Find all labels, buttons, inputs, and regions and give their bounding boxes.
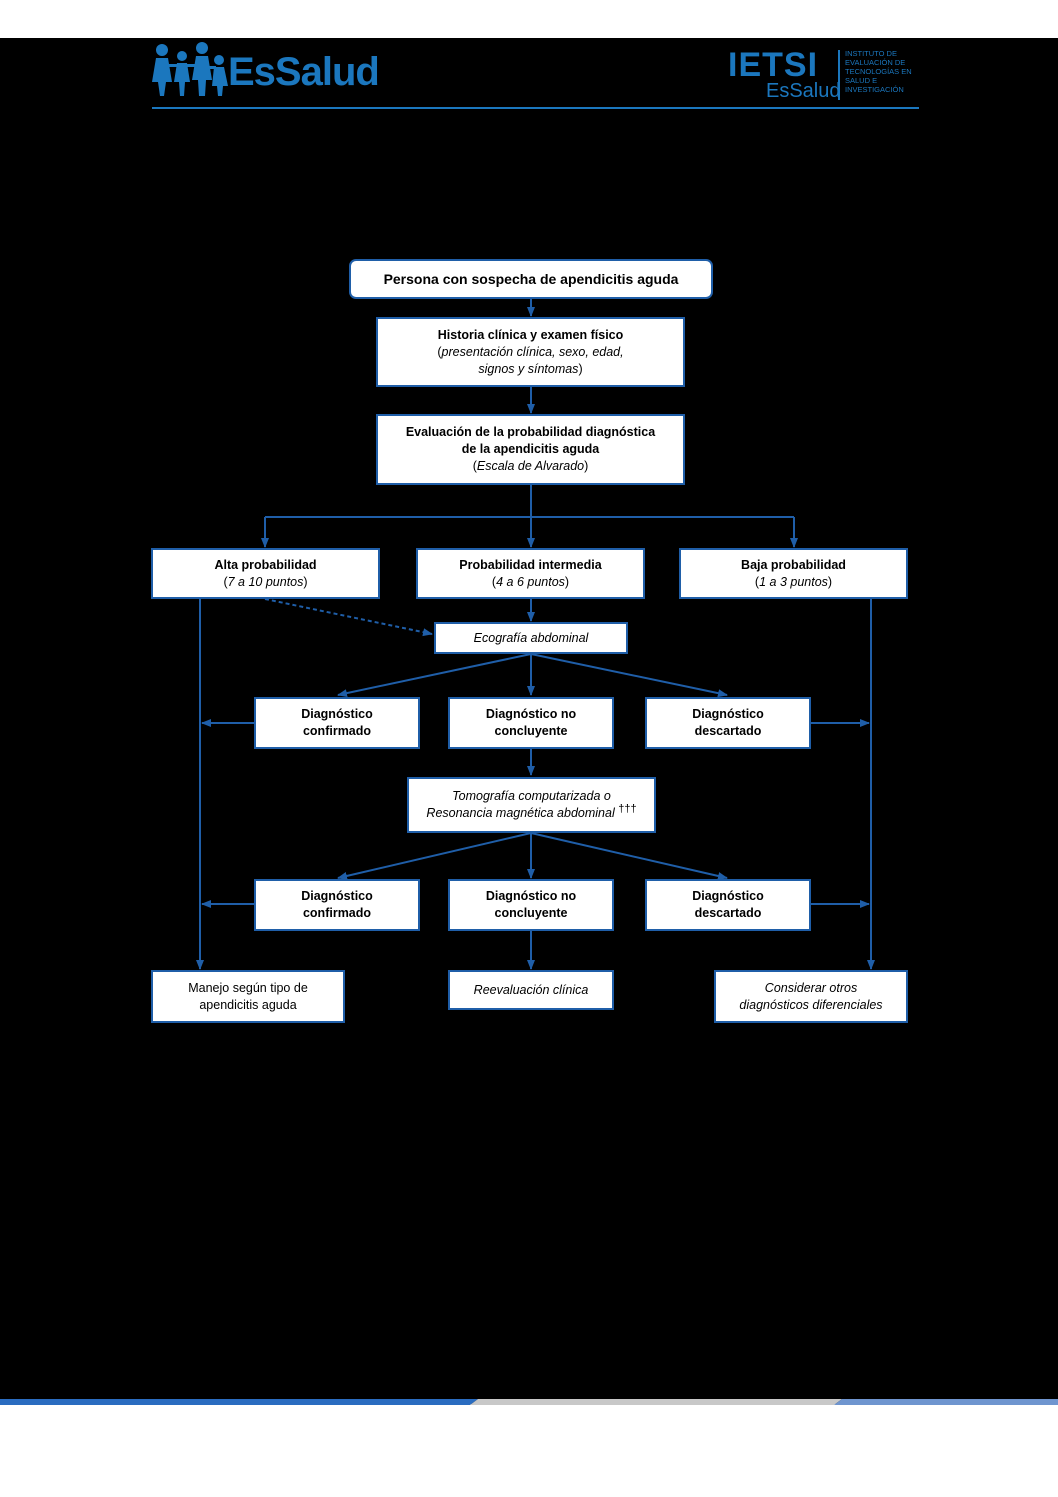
ietsi-caption-line: TECNOLOGÍAS EN bbox=[845, 67, 912, 76]
ietsi-caption-line: INSTITUTO DE bbox=[845, 49, 897, 58]
ietsi-caption-line: EVALUACIÓN DE bbox=[845, 58, 906, 67]
us-discarded-box: Diagnóstico descartado bbox=[645, 697, 811, 749]
header-rule bbox=[152, 107, 919, 109]
intermediate-probability-box: Probabilidad intermedia (4 a 6 puntos) bbox=[416, 548, 645, 599]
ct-line1: Tomografía computarizada o bbox=[452, 789, 611, 803]
ct-discarded-line1: Diagnóstico bbox=[692, 889, 764, 903]
us-discarded-line2: descartado bbox=[694, 724, 762, 738]
ultrasound-label: Ecografía abdominal bbox=[473, 630, 589, 645]
us-inconclusive-line1: Diagnóstico no bbox=[485, 707, 577, 721]
history-detail: (presentación clínica, sexo, edad, bbox=[437, 344, 624, 359]
family-figures-icon bbox=[152, 42, 228, 96]
flowchart-connectors bbox=[196, 299, 875, 970]
high-probability-box: Alta probabilidad (7 a 10 puntos) bbox=[151, 548, 380, 599]
arrow-ct-to-confirmed bbox=[337, 832, 532, 880]
ietsi-logo-title: IETSI bbox=[728, 46, 819, 84]
ietsi-logo-divider bbox=[838, 50, 840, 100]
ct-mark: ††† bbox=[618, 802, 637, 815]
differential-line1: Considerar otros bbox=[764, 980, 858, 995]
start-box: Persona con sospecha de apendicitis agud… bbox=[349, 259, 713, 299]
ct-box: Tomografía computarizada o Resonancia ma… bbox=[407, 777, 656, 833]
arrow-ultrasound-to-confirmed bbox=[337, 653, 532, 698]
low-probability-box: Baja probabilidad (1 a 3 puntos) bbox=[679, 548, 908, 599]
us-confirmed-line1: Diagnóstico bbox=[301, 707, 373, 721]
management-line1: Manejo según tipo de bbox=[188, 980, 308, 995]
essalud-logo-text: EsSalud bbox=[228, 50, 380, 94]
ct-line2: Resonancia magnética abdominal bbox=[426, 806, 615, 820]
ct-confirmed-box: Diagnóstico confirmado bbox=[254, 879, 420, 931]
ct-discarded-line2: descartado bbox=[694, 906, 762, 920]
management-box: Manejo según tipo de apendicitis aguda bbox=[151, 970, 345, 1023]
intermediate-title: Probabilidad intermedia bbox=[459, 557, 602, 572]
ct-confirmed-line2: confirmado bbox=[302, 906, 372, 920]
ct-inconclusive-box: Diagnóstico no concluyente bbox=[448, 879, 614, 931]
arrow-ct-to-discarded bbox=[530, 832, 728, 880]
us-inconclusive-line2: concluyente bbox=[494, 724, 568, 738]
ct-discarded-box: Diagnóstico descartado bbox=[645, 879, 811, 931]
history-box: Historia clínica y examen físico (presen… bbox=[376, 317, 685, 387]
low-detail: (1 a 3 puntos) bbox=[754, 574, 833, 589]
high-title: Alta probabilidad bbox=[214, 557, 317, 572]
differential-box: Considerar otros diagnósticos diferencia… bbox=[714, 970, 908, 1023]
ietsi-logo-caption: INSTITUTO DE EVALUACIÓN DE TECNOLOGÍAS E… bbox=[845, 49, 912, 94]
low-title: Baja probabilidad bbox=[741, 557, 846, 572]
evaluation-title-1: Evaluación de la probabilidad diagnóstic… bbox=[405, 425, 656, 439]
history-detail-2: signos y síntomas) bbox=[478, 361, 583, 376]
ietsi-caption-line: INVESTIGACIÓN bbox=[845, 85, 904, 94]
evaluation-box: Evaluación de la probabilidad diagnóstic… bbox=[376, 414, 685, 485]
ct-line2-wrap: Resonancia magnética abdominal ††† bbox=[426, 802, 637, 822]
document-page: EsSalud IETSI EsSalud INSTITUTO DE EVALU… bbox=[0, 38, 1058, 1404]
differential-line2: diagnósticos diferenciales bbox=[739, 997, 883, 1012]
start-label: Persona con sospecha de apendicitis agud… bbox=[383, 270, 679, 287]
arrow-ultrasound-to-discarded bbox=[530, 653, 728, 698]
reevaluation-box: Reevaluación clínica bbox=[448, 970, 614, 1010]
ct-confirmed-line1: Diagnóstico bbox=[301, 889, 373, 903]
us-discarded-line1: Diagnóstico bbox=[692, 707, 764, 721]
ietsi-logo-subtitle: EsSalud bbox=[766, 80, 841, 102]
ietsi-caption-line: SALUD E bbox=[845, 76, 878, 85]
intermediate-detail: (4 a 6 puntos) bbox=[491, 574, 570, 589]
high-detail: (7 a 10 puntos) bbox=[223, 574, 308, 589]
reevaluation-label: Reevaluación clínica bbox=[473, 982, 589, 997]
footer-color-bar bbox=[0, 1399, 1058, 1405]
management-line2: apendicitis aguda bbox=[199, 997, 297, 1012]
ct-inconclusive-line2: concluyente bbox=[494, 906, 568, 920]
ultrasound-box: Ecografía abdominal bbox=[434, 622, 628, 654]
us-inconclusive-box: Diagnóstico no concluyente bbox=[448, 697, 614, 749]
us-confirmed-box: Diagnóstico confirmado bbox=[254, 697, 420, 749]
evaluation-detail: (Escala de Alvarado) bbox=[472, 459, 589, 473]
history-title: Historia clínica y examen físico bbox=[437, 327, 624, 342]
us-confirmed-line2: confirmado bbox=[302, 724, 372, 738]
arrow-high-to-ultrasound-dashed bbox=[264, 598, 433, 637]
evaluation-title-2: de la apendicitis aguda bbox=[461, 442, 600, 456]
ct-inconclusive-line1: Diagnóstico no bbox=[485, 889, 577, 903]
